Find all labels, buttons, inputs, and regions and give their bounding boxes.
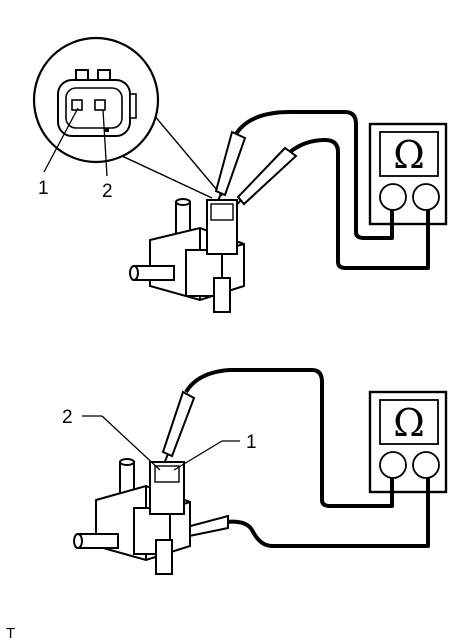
connector-magnifier: 1 2	[32, 36, 160, 202]
meter-jack-right	[412, 183, 440, 211]
ohmmeter-display	[379, 131, 439, 177]
bottom-illustration: Ω	[62, 368, 448, 575]
connector-face	[57, 69, 137, 137]
test-probe-bottom-1	[161, 390, 196, 467]
meter-jack-left	[379, 183, 407, 211]
pin-1-callout-line	[173, 440, 223, 471]
test-lead-wires-bottom	[184, 368, 430, 548]
meter-jack-left	[379, 451, 407, 479]
pin-2-marker	[104, 128, 109, 132]
ohmmeter-bottom: Ω	[368, 390, 448, 494]
solenoid-valve-top	[129, 198, 245, 313]
pin-1-label: 1	[38, 178, 49, 199]
ohmmeter-top: Ω	[368, 122, 448, 226]
figure-code: T	[6, 625, 15, 642]
meter-jack-right	[412, 451, 440, 479]
pin-2-label: 2	[62, 407, 73, 428]
ohm-symbol: Ω	[393, 401, 425, 445]
test-lead-wires-top	[234, 110, 430, 270]
pin-2-callout-line	[101, 415, 161, 471]
solenoid-valve-bottom	[73, 458, 191, 575]
test-probe-top-2	[231, 146, 298, 211]
pin-2-label: 2	[102, 181, 113, 202]
pin-1-callout-line	[43, 107, 79, 173]
pin-1-label: 1	[246, 432, 257, 453]
ohm-symbol: Ω	[393, 133, 425, 177]
top-illustration: 1 2 Ω	[32, 36, 448, 313]
pin-2-callout-line	[102, 109, 108, 177]
ohmmeter-display	[379, 399, 439, 445]
